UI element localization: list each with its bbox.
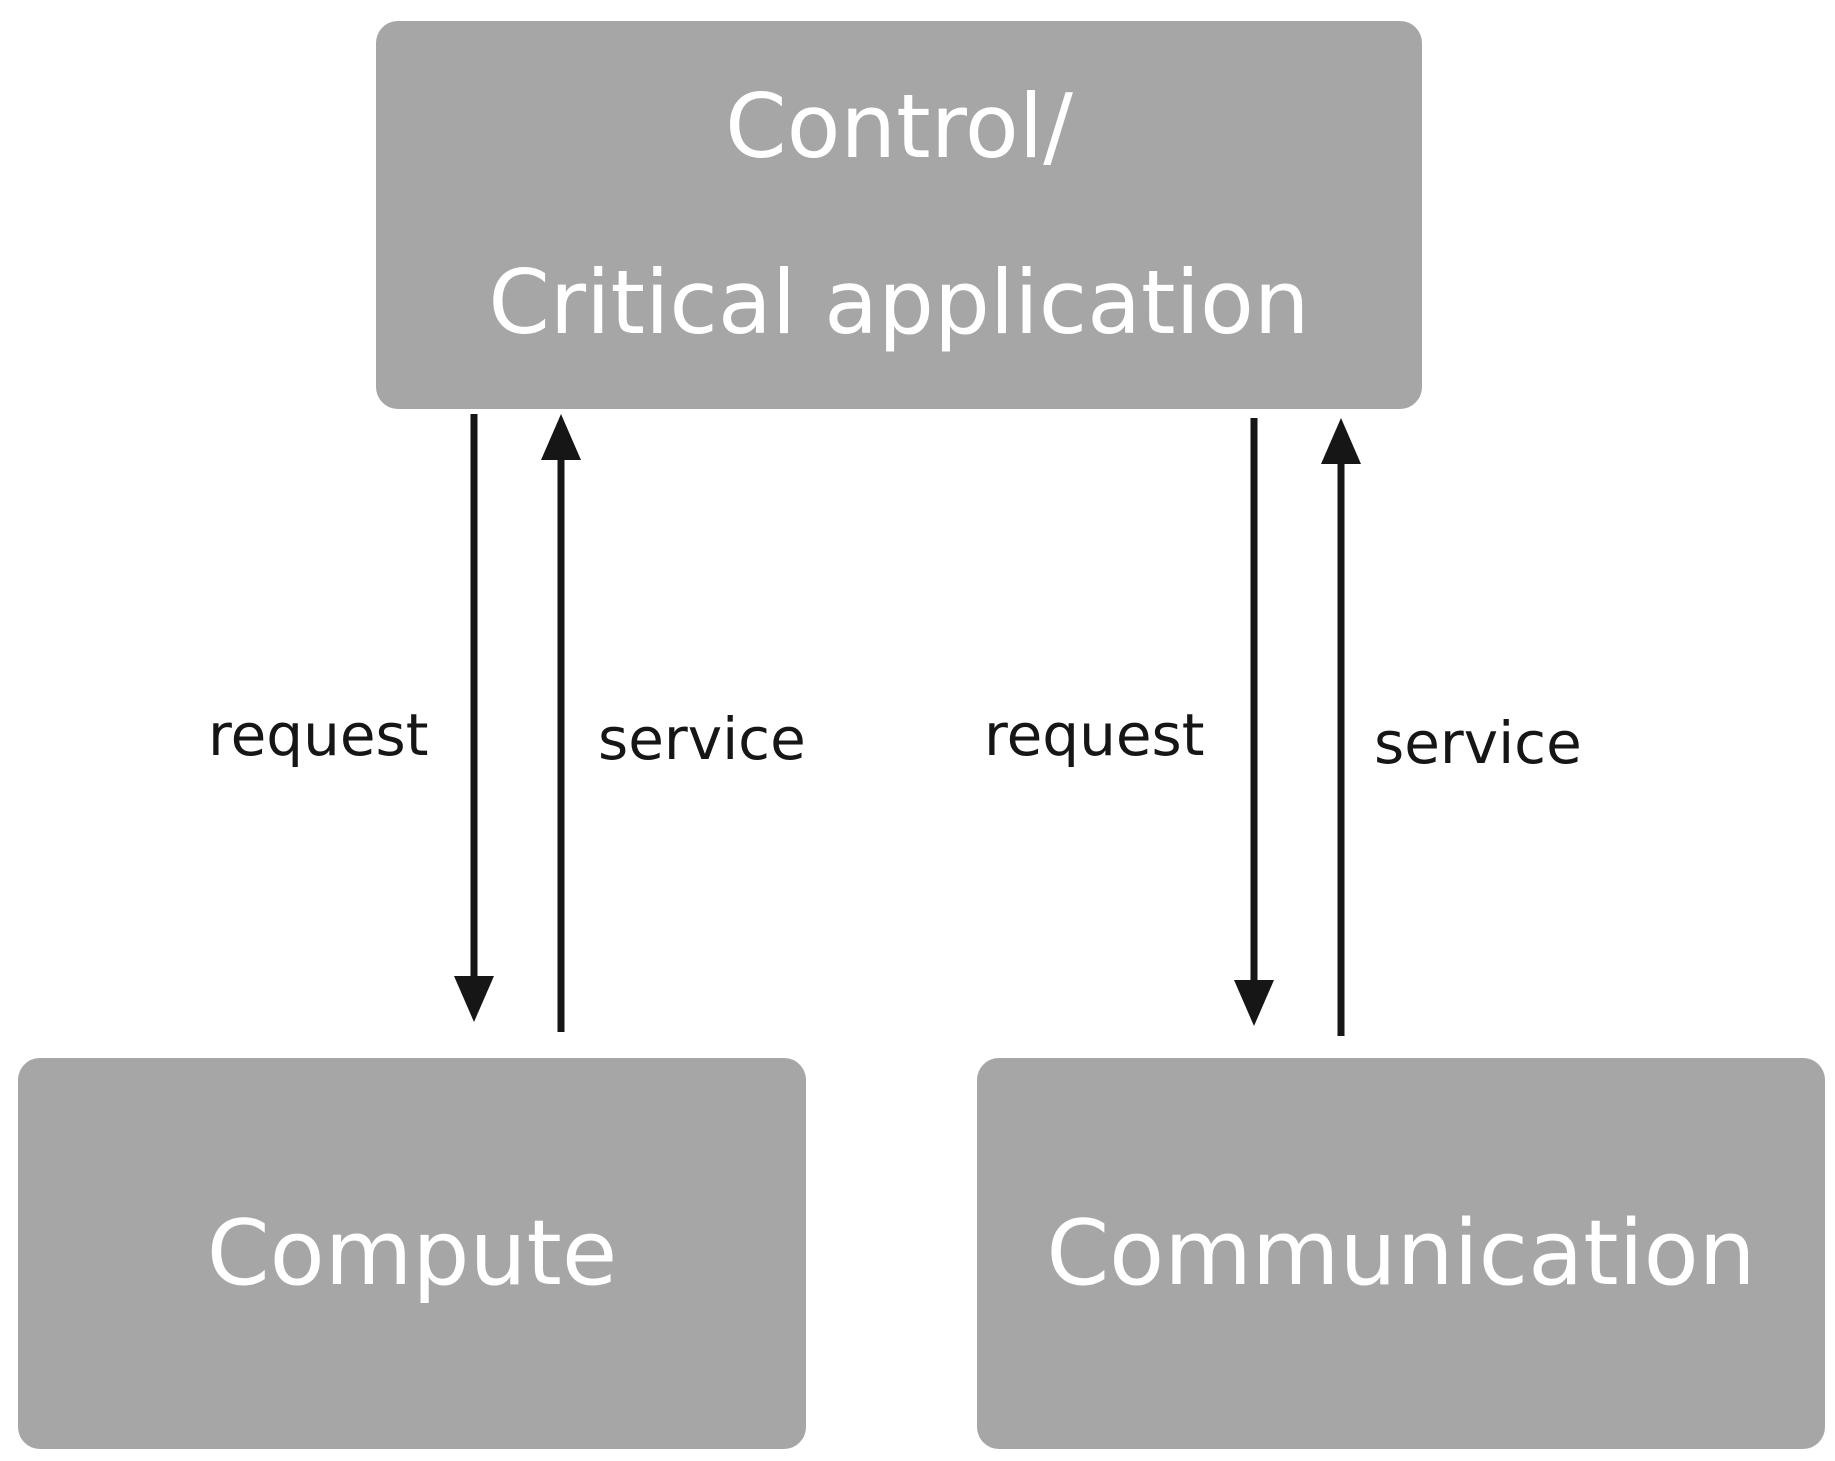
edge-label-request-right: request bbox=[984, 701, 1205, 769]
node-top-line2: Critical application bbox=[488, 251, 1310, 354]
arrow-request-to-compute-head bbox=[454, 976, 494, 1022]
node-top-line1: Control/ bbox=[725, 75, 1073, 178]
node-communication: Communication bbox=[977, 1058, 1825, 1449]
arrow-request-to-communication bbox=[1234, 418, 1274, 1026]
arrow-service-from-compute bbox=[541, 414, 581, 1032]
arrow-request-to-compute bbox=[454, 414, 494, 1022]
node-communication-label: Communication bbox=[1046, 1201, 1756, 1306]
node-compute: Compute bbox=[18, 1058, 806, 1449]
node-compute-label: Compute bbox=[206, 1201, 618, 1306]
arrow-service-from-communication-head bbox=[1321, 418, 1361, 464]
node-control-critical-application: Control/ Critical application bbox=[376, 21, 1422, 409]
edge-label-service-left: service bbox=[598, 705, 806, 773]
edge-label-service-right: service bbox=[1374, 709, 1582, 777]
edge-label-request-left: request bbox=[208, 701, 429, 769]
arrow-service-from-compute-head bbox=[541, 414, 581, 460]
arrow-service-from-communication bbox=[1321, 418, 1361, 1036]
arrow-request-to-communication-head bbox=[1234, 980, 1274, 1026]
